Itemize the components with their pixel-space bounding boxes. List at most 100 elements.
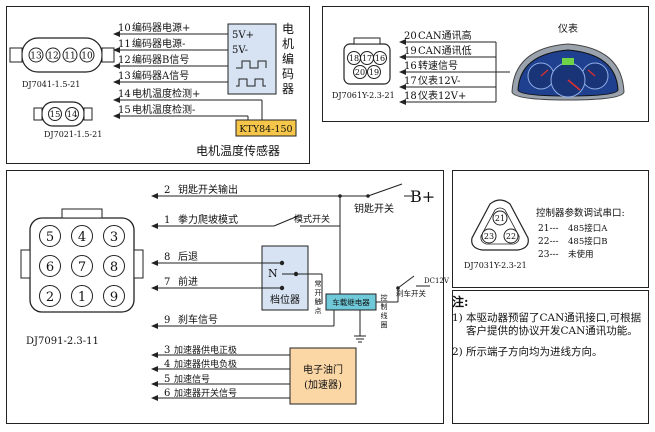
encoder-label-char: 器: [282, 82, 294, 96]
sensor-label: 电机温度传感器: [196, 143, 280, 158]
conn-meter-pin: 17: [362, 54, 372, 63]
line-label: 前进: [178, 275, 198, 288]
p1-pin-num: 13: [118, 71, 131, 82]
conn-meter-pin: 18: [349, 54, 359, 63]
line-num: 2: [164, 185, 170, 196]
dc12v-label: DC12V: [424, 277, 450, 285]
throttle-box: [289, 347, 357, 405]
meter-label: 仪表: [558, 22, 578, 35]
p2-pin-num: 17: [404, 76, 417, 87]
note-item: 1) 本驱动器预留了CAN通讯接口,可根据客户提供的协议开发CAN通讯功能。: [452, 312, 648, 338]
connector-dj7091: 5 4 3 6 7 8 2 1 9: [20, 208, 144, 313]
conn-b-pin: 14: [67, 110, 78, 120]
note-item-num: 2): [452, 346, 463, 358]
debug-item-num: 22---: [538, 237, 559, 247]
conn-meter-model: DJ7061Y-2.3-21: [332, 91, 395, 100]
line-label: 加速器供电正极: [174, 344, 237, 356]
line-label: 钥匙开关输出: [178, 183, 238, 196]
conn-meter-pin: 20: [355, 68, 365, 77]
conn-main-pin: 4: [78, 230, 86, 245]
line-num: 4: [164, 359, 170, 370]
encoder-wave-b: [236, 60, 267, 69]
p2-pin-num: 20: [404, 31, 417, 42]
line-label: 加速器供电负极: [174, 358, 237, 370]
line-num: 9: [164, 315, 170, 326]
conn-debug-pin: 22: [506, 232, 516, 241]
conn-main-pin: 5: [46, 230, 54, 245]
debug-port-panel: [452, 170, 649, 288]
conn-a-pin: 10: [81, 52, 93, 62]
conn-a-pin: 12: [47, 52, 58, 62]
p1-pin-label: 编码器A信号: [132, 69, 189, 82]
p2-pin-label: CAN通讯低: [418, 44, 472, 57]
relay-left-char: 点: [315, 307, 322, 315]
p1-pin-label: 编码器B信号: [132, 53, 189, 66]
conn-meter-pin: 16: [375, 54, 385, 63]
p2-pin-label: 仪表12V-: [418, 74, 460, 87]
gear-label: 档位器: [270, 293, 300, 306]
encoder-box: [227, 23, 277, 95]
line-label: 加速信号: [174, 373, 210, 385]
relay-left-char: 开: [315, 289, 322, 297]
conn-main-model: DJ7091-2.3-11: [26, 336, 99, 347]
debug-item-label: 未使用: [568, 249, 594, 260]
motor-sensor-panel: [6, 6, 310, 164]
gear-selector-box: [261, 245, 309, 311]
p1-pin-num: 14: [118, 89, 131, 100]
note-panel: [452, 290, 649, 424]
line-num: 3: [164, 345, 170, 356]
relay-left-char: 触: [315, 297, 322, 306]
conn-main-pin: 7: [78, 260, 86, 275]
conn-debug-pin: 21: [495, 214, 505, 223]
line-num: 8: [164, 252, 170, 263]
debug-title: 控制器参数调试串口:: [536, 207, 625, 219]
encoder-5v-plus: 5V+: [232, 30, 254, 41]
p1-pin-label: 电机温度检测+: [132, 87, 200, 100]
p2-pin-num: 18: [404, 91, 417, 102]
dashboard-meter-icon: [511, 43, 625, 101]
relay-right-char: 控: [381, 293, 388, 302]
encoder-label-char: 码: [282, 67, 294, 81]
p2-pin-num: 16: [404, 61, 417, 72]
line-num: 7: [164, 277, 170, 288]
conn-main-pin: 3: [110, 230, 118, 245]
connector-dj7021: 15 14: [33, 101, 93, 127]
encoder-label-char: 电: [282, 22, 294, 36]
sensor-chip-label: KTY84-150: [239, 124, 292, 135]
p2-pin-num: 19: [404, 46, 417, 57]
note-item: 2) 所示端子方向均为进线方向。: [452, 346, 648, 359]
relay-right-char: 圈: [381, 321, 388, 329]
line-label: 后退: [178, 251, 198, 263]
control-panel: [6, 170, 444, 424]
conn-meter-pin: 19: [369, 68, 379, 77]
line-label: 加速器开关信号: [174, 387, 237, 399]
conn-main-pin: 6: [46, 260, 54, 275]
p1-pin-num: 15: [118, 105, 131, 116]
conn-main-pin: 9: [110, 290, 118, 305]
debug-item-num: 21---: [538, 224, 559, 234]
note-title: 注:: [452, 295, 469, 309]
conn-debug-pin: 23: [484, 232, 494, 241]
note-item-text: 所示端子方向均为进线方向。: [466, 346, 603, 358]
line-label: 拳力爬坡模式: [178, 213, 238, 226]
throttle-label: 电子油门: [303, 363, 343, 376]
encoder-wave-a: [236, 78, 266, 87]
note-item-text: 本驱动器预留了CAN通讯接口,可根据客户提供的协议开发CAN通讯功能。: [466, 312, 642, 337]
conn-b-model: DJ7021-1.5-21: [44, 130, 102, 139]
brake-switch-label: 刹车开关: [396, 288, 426, 298]
relay-label: 车载继电器: [332, 297, 370, 307]
meter-panel: [322, 6, 649, 122]
conn-debug-model: DJ7031Y-2.3-21: [464, 261, 527, 270]
encoder-5v-minus: 5V-: [232, 45, 248, 56]
note-item-num: 1): [452, 312, 463, 324]
debug-item-label: 485接口A: [568, 223, 608, 234]
p1-pin-num: 10: [118, 23, 131, 34]
line-num: 5: [164, 374, 170, 385]
b-plus-label: B+: [410, 187, 435, 206]
encoder-label-char: 机: [282, 37, 294, 51]
debug-item-num: 23---: [538, 250, 559, 260]
conn-main-pin: 1: [78, 290, 86, 305]
gear-n-label: N: [268, 267, 278, 280]
p1-pin-label: 电机温度检测-: [132, 103, 195, 116]
